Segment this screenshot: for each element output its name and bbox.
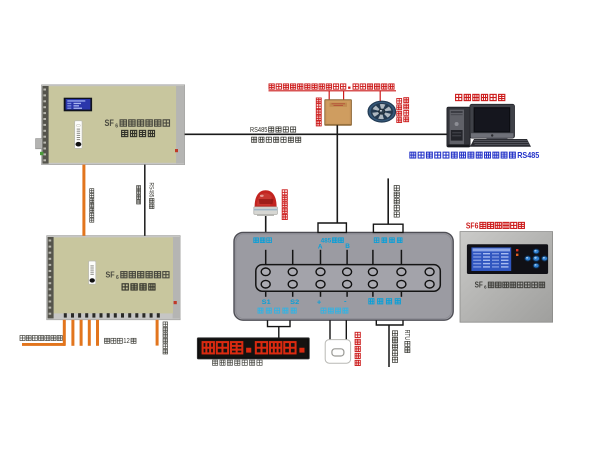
- svg-text:-: -: [344, 296, 347, 305]
- svg-text:6: 6: [116, 275, 119, 281]
- svg-text:SF: SF: [475, 281, 483, 290]
- svg-text:B: B: [345, 243, 350, 250]
- svg-text:RTU: RTU: [403, 330, 411, 340]
- svg-text:6: 6: [484, 285, 487, 290]
- svg-text:RS485: RS485: [517, 150, 539, 160]
- svg-text:6: 6: [115, 123, 118, 129]
- svg-text:485: 485: [321, 237, 332, 244]
- svg-text:RS485: RS485: [148, 183, 155, 198]
- svg-text:S1: S1: [262, 299, 271, 306]
- svg-text:S2: S2: [290, 299, 299, 306]
- svg-text:12: 12: [123, 337, 130, 345]
- svg-text:SF6: SF6: [466, 220, 479, 230]
- svg-text:SF: SF: [106, 270, 115, 280]
- svg-text:SF: SF: [105, 118, 115, 128]
- svg-text:+: +: [317, 298, 322, 307]
- svg-text:A: A: [318, 243, 323, 250]
- svg-text:RS485: RS485: [250, 125, 267, 134]
